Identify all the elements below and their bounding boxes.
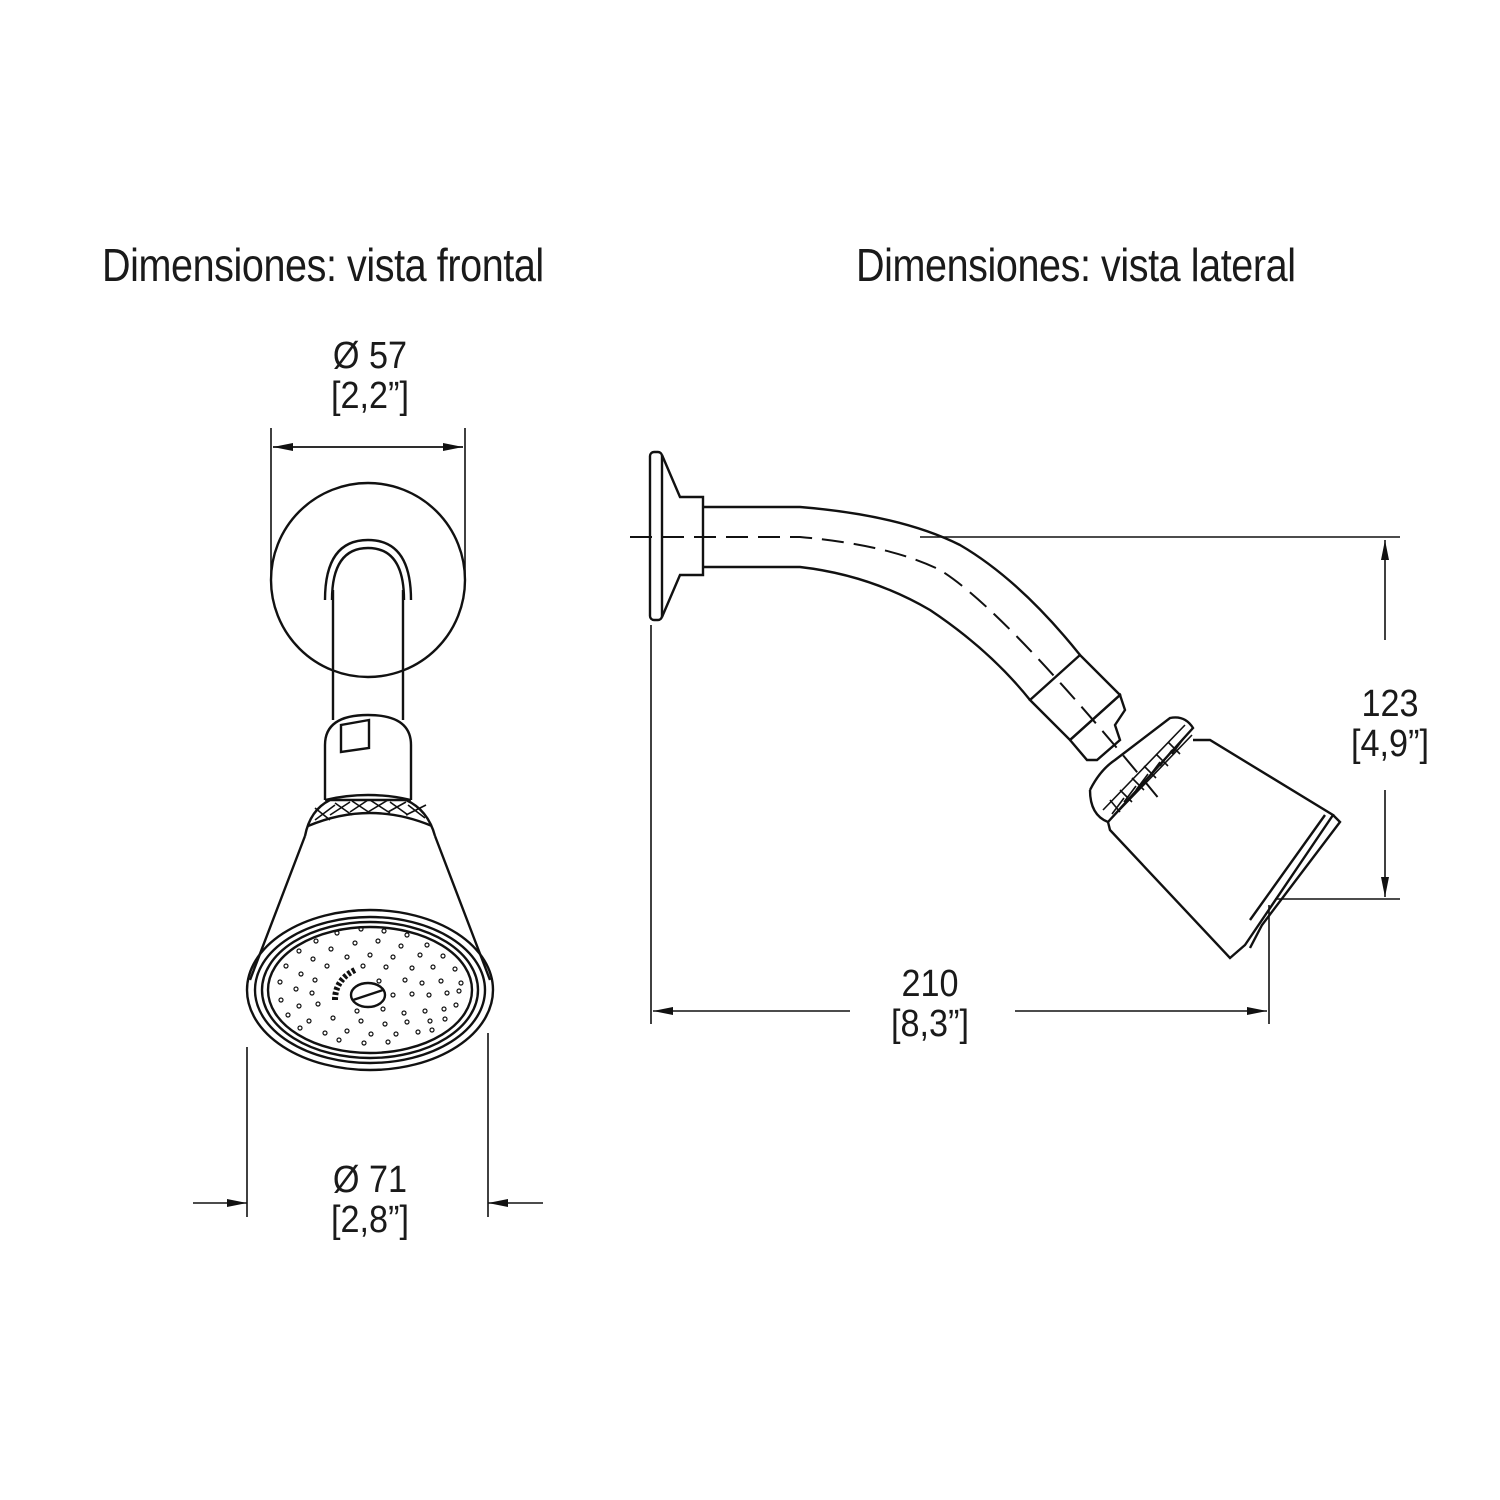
flange-diameter-inch: [2,2”] (331, 375, 409, 417)
projection-mm: 210 (901, 963, 959, 1005)
spray-adjuster-screw-icon (349, 981, 387, 1009)
head-diameter-mm: Ø 71 (332, 1159, 408, 1201)
projection-inch: [8,3”] (891, 1003, 969, 1045)
head-diameter-label: Ø 71 [2,8”] (312, 1160, 429, 1240)
height-label: 123 [4,9”] (1327, 684, 1453, 764)
height-inch: [4,9”] (1351, 723, 1429, 765)
flange-diameter-label: Ø 57 [2,2”] (307, 336, 433, 416)
side-view-title: Dimensiones: vista lateral (856, 239, 1296, 291)
side-view-drawing (630, 450, 1400, 1024)
front-view-title: Dimensiones: vista frontal (102, 239, 544, 291)
head-diameter-inch: [2,8”] (331, 1199, 409, 1241)
nozzle-holes (277, 926, 464, 1046)
flange-diameter-mm: Ø 57 (332, 335, 408, 377)
height-mm: 123 (1361, 683, 1419, 725)
projection-label: 210 [8,3”] (867, 964, 993, 1044)
front-view-drawing (193, 428, 543, 1217)
